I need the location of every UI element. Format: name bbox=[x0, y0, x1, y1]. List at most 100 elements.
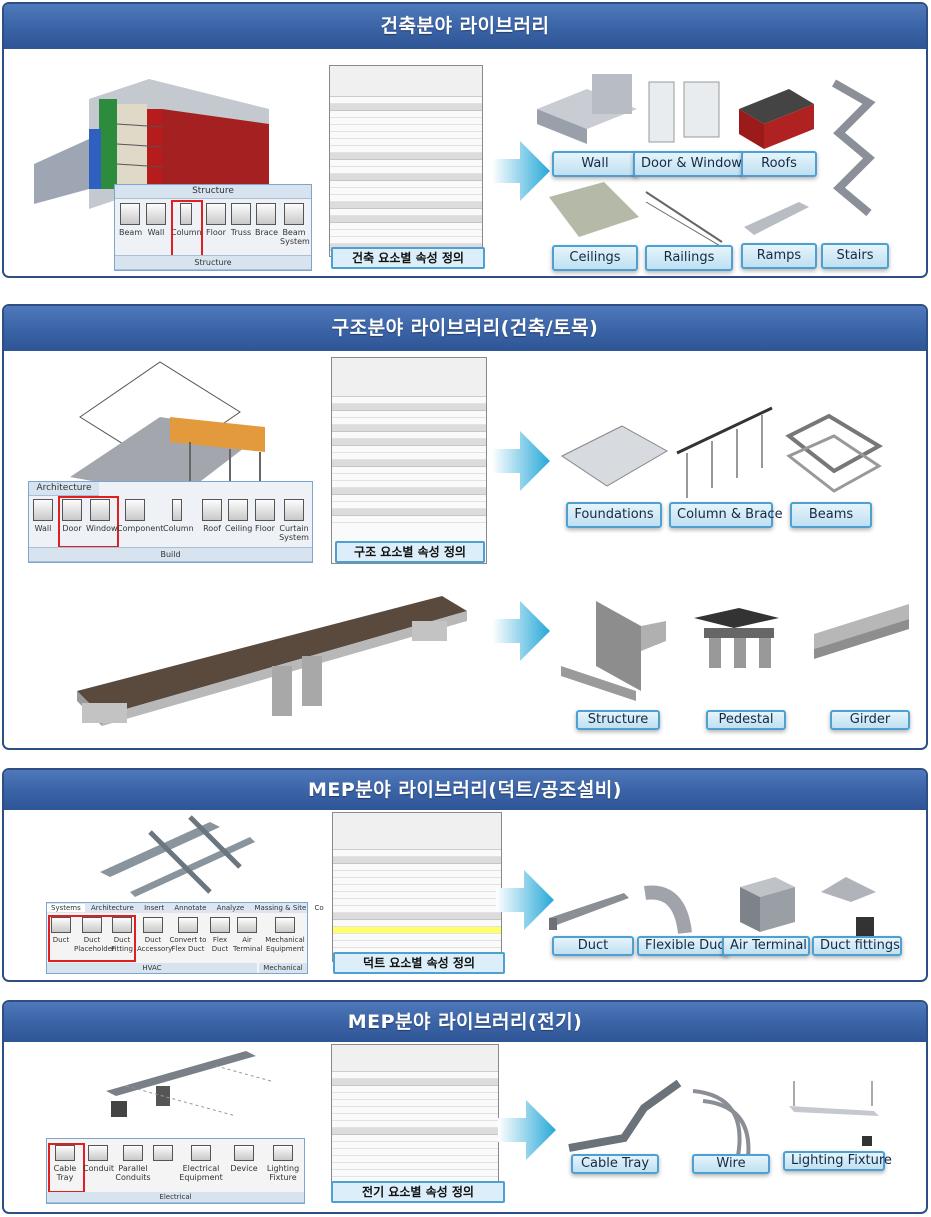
duct-object-image bbox=[549, 893, 629, 930]
structure-ribbon: Structure Beam Wall Column Floor Truss B… bbox=[114, 184, 312, 271]
column-brace-object-image bbox=[676, 406, 773, 498]
curtain-system-icon bbox=[284, 499, 304, 521]
ribbon-item-window[interactable]: Window bbox=[86, 499, 118, 533]
ribbon-title: Structure bbox=[115, 185, 311, 199]
properties-caption: 전기 요소별 속성 정의 bbox=[331, 1181, 505, 1203]
label-air-terminal: Air Terminal bbox=[722, 936, 810, 956]
column-icon bbox=[172, 499, 182, 521]
properties-caption: 건축 요소별 속성 정의 bbox=[331, 247, 485, 269]
properties-caption: 구조 요소별 속성 정의 bbox=[335, 541, 485, 563]
tab-massing-site[interactable]: Massing & Site bbox=[254, 904, 307, 912]
architecture-ribbon: Architecture Wall Door Window Component … bbox=[28, 481, 313, 563]
section-title: 건축분야 라이브러리 bbox=[4, 4, 926, 49]
railing-object-image bbox=[645, 191, 723, 247]
parallel-conduits-icon bbox=[123, 1145, 143, 1161]
window-icon bbox=[90, 499, 110, 521]
label-girder: Girder bbox=[830, 710, 910, 730]
label-ramps: Ramps bbox=[741, 243, 817, 269]
wire-object-image bbox=[692, 1089, 751, 1159]
ribbon-item-device[interactable]: Device bbox=[229, 1145, 259, 1173]
electrical-ribbon: Cable Tray Conduit Parallel Conduits Ele… bbox=[46, 1138, 305, 1204]
component-icon bbox=[125, 499, 145, 521]
section-mep-electrical: MEP분야 라이브러리(전기) Cable Tray Conduit Paral… bbox=[2, 1000, 928, 1214]
ribbon-footer: HVAC bbox=[47, 963, 257, 973]
ribbon-item-door[interactable]: Door bbox=[60, 499, 84, 533]
arrow-right-icon bbox=[498, 1100, 556, 1160]
properties-panel bbox=[331, 357, 487, 564]
ribbon-item-fitting[interactable] bbox=[153, 1145, 173, 1164]
tab-annotate[interactable]: Annotate bbox=[174, 904, 207, 912]
label-flexible-duct: Flexible Duct bbox=[637, 936, 730, 956]
label-wall: Wall bbox=[552, 151, 638, 177]
ribbon-item-duct[interactable]: Duct bbox=[49, 917, 73, 945]
label-foundations: Foundations bbox=[566, 502, 662, 528]
beam-icon bbox=[120, 203, 140, 225]
label-column-brace: Column & Brace bbox=[669, 502, 783, 528]
ceiling-icon bbox=[228, 499, 248, 521]
ribbon-item-convert-flex-duct[interactable]: Convert to Flex Duct bbox=[169, 917, 207, 954]
duct-highlight bbox=[48, 915, 136, 962]
tab-insert[interactable]: Insert bbox=[144, 904, 165, 912]
ribbon-item-flex-duct[interactable]: Flex Duct bbox=[209, 917, 231, 954]
beam-system-icon bbox=[284, 203, 304, 225]
label-beams: Beams bbox=[790, 502, 872, 528]
systems-ribbon: Systems Architecture Insert Annotate Ana… bbox=[46, 902, 324, 974]
label-duct-fittings: Duct fittings bbox=[812, 936, 902, 956]
ribbon-item-floor[interactable]: Floor bbox=[205, 203, 227, 237]
label-structure: Structure bbox=[576, 710, 660, 730]
door-icon bbox=[62, 499, 82, 521]
tab-co[interactable]: Co bbox=[314, 904, 324, 912]
section-title: MEP분야 라이브러리(전기) bbox=[4, 1002, 926, 1042]
duct-fittings-object-image bbox=[821, 877, 876, 942]
ribbon-item-air-terminal[interactable]: Air Terminal bbox=[233, 917, 263, 954]
convert-flex-duct-icon bbox=[178, 917, 198, 933]
ribbon-item-column[interactable]: Column bbox=[171, 203, 202, 237]
device-icon bbox=[234, 1145, 254, 1161]
ribbon-item-mechanical-equipment[interactable]: Mechanical Equipment bbox=[265, 917, 305, 954]
properties-panel bbox=[329, 65, 483, 257]
ribbon-item-duct-fitting[interactable]: Duct Fitting bbox=[110, 917, 134, 954]
ribbon-tabs: Systems Architecture Insert Annotate Ana… bbox=[47, 903, 324, 913]
ribbon-item-ceiling[interactable]: Ceiling bbox=[225, 499, 252, 533]
ribbon-item-beam[interactable]: Beam bbox=[119, 203, 142, 237]
roof-icon bbox=[202, 499, 222, 521]
ribbon-item-column[interactable]: Column bbox=[163, 499, 194, 533]
foundations-object-image bbox=[561, 425, 669, 487]
ribbon-item-wall[interactable]: Wall bbox=[31, 499, 55, 533]
tab-analyze[interactable]: Analyze bbox=[216, 904, 245, 912]
electrical-network-model-image bbox=[106, 1051, 272, 1117]
ribbon-item-wall[interactable]: Wall bbox=[145, 203, 167, 237]
structure-object-image bbox=[561, 601, 666, 701]
truss-icon bbox=[231, 203, 251, 225]
lighting-fixture-icon bbox=[273, 1145, 293, 1161]
ribbon-footer-mechanical: Mechanical bbox=[259, 963, 307, 973]
ribbon-item-conduit[interactable]: Conduit bbox=[83, 1145, 114, 1173]
ceiling-object-image bbox=[549, 182, 639, 237]
ribbon-item-brace[interactable]: Brace bbox=[255, 203, 278, 237]
arrow-right-icon bbox=[492, 431, 550, 491]
column-icon bbox=[180, 203, 192, 225]
ribbon-item-roof[interactable]: Roof bbox=[201, 499, 223, 533]
ribbon-item-electrical-equipment[interactable]: Electrical Equipment bbox=[179, 1145, 223, 1182]
ribbon-item-component[interactable]: Component bbox=[117, 499, 163, 533]
lighting-fixture-object-image bbox=[789, 1081, 879, 1146]
ribbon-item-duct-accessory[interactable]: Duct Accessory bbox=[137, 917, 172, 954]
beams-object-image bbox=[785, 413, 883, 493]
ribbon-item-duct-placeholder[interactable]: Duct Placeholder bbox=[74, 917, 115, 954]
ramp-object-image bbox=[744, 202, 809, 235]
tab-architecture[interactable]: Architecture bbox=[90, 904, 134, 912]
label-roofs: Roofs bbox=[741, 151, 817, 177]
duct-network-model-image bbox=[100, 815, 255, 897]
cable-tray-object-image bbox=[568, 1079, 682, 1152]
ribbon-item-curtain-system[interactable]: Curtain System bbox=[279, 499, 309, 542]
cable-tray-highlight bbox=[48, 1143, 85, 1193]
ribbon-item-cable-tray[interactable]: Cable Tray bbox=[51, 1145, 79, 1182]
floor-icon bbox=[255, 499, 275, 521]
ribbon-item-beam-system[interactable]: Beam System bbox=[280, 203, 310, 246]
ribbon-item-parallel-conduits[interactable]: Parallel Conduits bbox=[115, 1145, 151, 1182]
ribbon-item-floor[interactable]: Floor bbox=[253, 499, 277, 533]
ribbon-item-lighting-fixture[interactable]: Lighting Fixture bbox=[265, 1145, 301, 1182]
tab-systems[interactable]: Systems bbox=[47, 904, 85, 912]
label-door-windows: Door & Windows bbox=[633, 151, 749, 177]
ribbon-item-truss[interactable]: Truss bbox=[230, 203, 252, 237]
